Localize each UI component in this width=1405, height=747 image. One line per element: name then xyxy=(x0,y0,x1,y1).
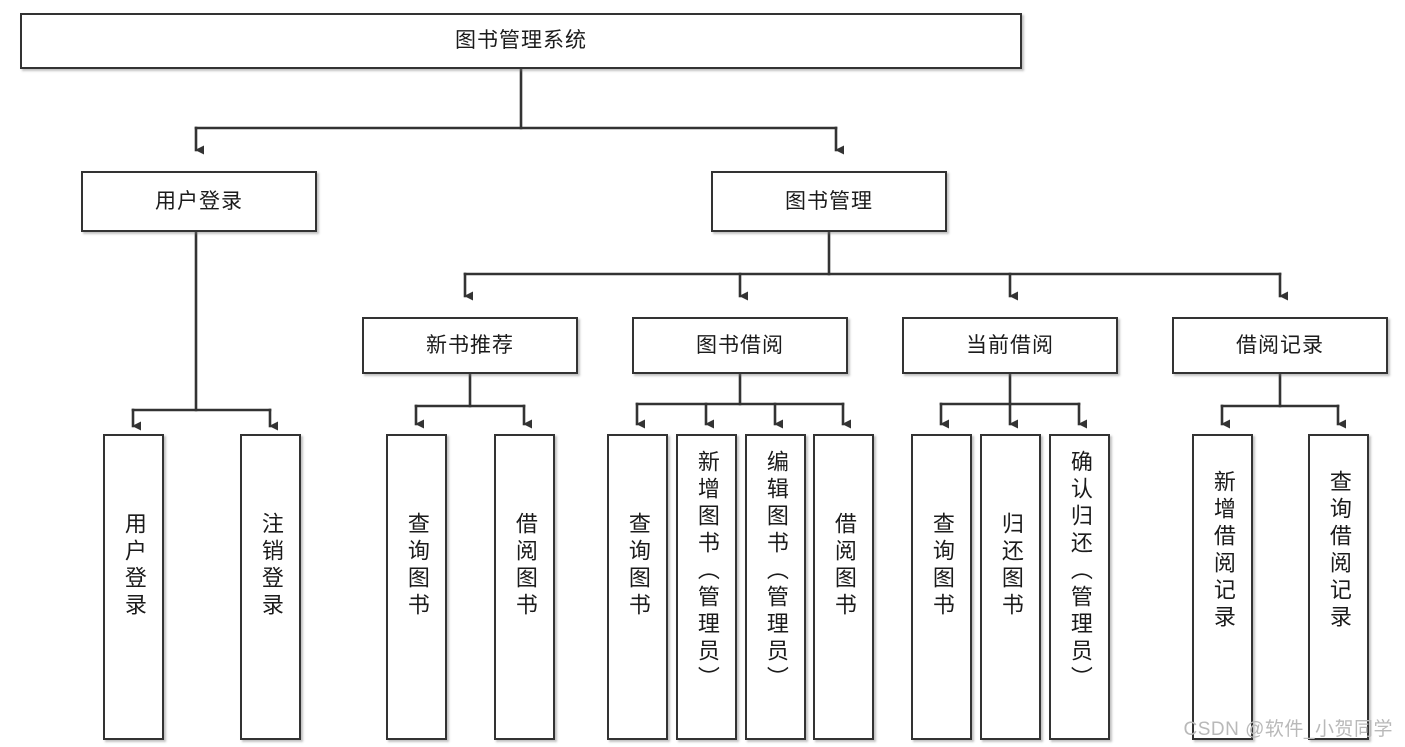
node-borrow-record[interactable]: 借阅记录 xyxy=(1172,317,1388,374)
node-label: 当前借阅 xyxy=(966,333,1054,357)
leaf-confirm-return-admin[interactable]: 确认归还（管理员） xyxy=(1049,434,1110,740)
node-label: 归还图书 xyxy=(998,512,1024,620)
node-label: 编辑图书（管理员） xyxy=(763,450,789,693)
node-label: 新书推荐 xyxy=(426,333,514,357)
node-label: 图书借阅 xyxy=(696,333,784,357)
node-label: 借阅图书 xyxy=(512,512,538,620)
leaf-query-borrow-record[interactable]: 查询借阅记录 xyxy=(1308,434,1369,740)
leaf-logout[interactable]: 注销登录 xyxy=(240,434,301,740)
node-label: 用户登录 xyxy=(155,189,243,213)
node-label: 借阅图书 xyxy=(831,512,857,620)
node-label: 图书管理系统 xyxy=(455,29,587,53)
node-label: 借阅记录 xyxy=(1236,333,1324,357)
leaf-edit-book-admin[interactable]: 编辑图书（管理员） xyxy=(745,434,806,740)
node-label: 查询借阅记录 xyxy=(1326,470,1352,632)
node-book-management[interactable]: 图书管理 xyxy=(711,171,947,232)
node-label: 图书管理 xyxy=(785,189,873,213)
node-label: 用户登录 xyxy=(121,512,147,620)
leaf-query-book-new[interactable]: 查询图书 xyxy=(386,434,447,740)
node-label: 注销登录 xyxy=(258,512,284,620)
node-label: 查询图书 xyxy=(929,512,955,620)
node-label: 确认归还（管理员） xyxy=(1067,450,1093,693)
leaf-borrow-book-new[interactable]: 借阅图书 xyxy=(494,434,555,740)
leaf-query-book-borrow[interactable]: 查询图书 xyxy=(607,434,668,740)
node-user-login[interactable]: 用户登录 xyxy=(81,171,317,232)
node-label: 新增图书（管理员） xyxy=(694,450,720,693)
leaf-add-borrow-record[interactable]: 新增借阅记录 xyxy=(1192,434,1253,740)
leaf-add-book-admin[interactable]: 新增图书（管理员） xyxy=(676,434,737,740)
watermark-text: CSDN @软件_小贺同学 xyxy=(1183,719,1393,740)
node-book-borrow[interactable]: 图书借阅 xyxy=(632,317,848,374)
node-label: 新增借阅记录 xyxy=(1210,470,1236,632)
leaf-borrow-book-borrow[interactable]: 借阅图书 xyxy=(813,434,874,740)
node-label: 查询图书 xyxy=(404,512,430,620)
node-current-borrow[interactable]: 当前借阅 xyxy=(902,317,1118,374)
node-root-book-management-system[interactable]: 图书管理系统 xyxy=(20,13,1022,69)
leaf-user-login[interactable]: 用户登录 xyxy=(103,434,164,740)
leaf-query-book-current[interactable]: 查询图书 xyxy=(911,434,972,740)
leaf-return-book[interactable]: 归还图书 xyxy=(980,434,1041,740)
node-label: 查询图书 xyxy=(625,512,651,620)
node-new-book-recommendation[interactable]: 新书推荐 xyxy=(362,317,578,374)
